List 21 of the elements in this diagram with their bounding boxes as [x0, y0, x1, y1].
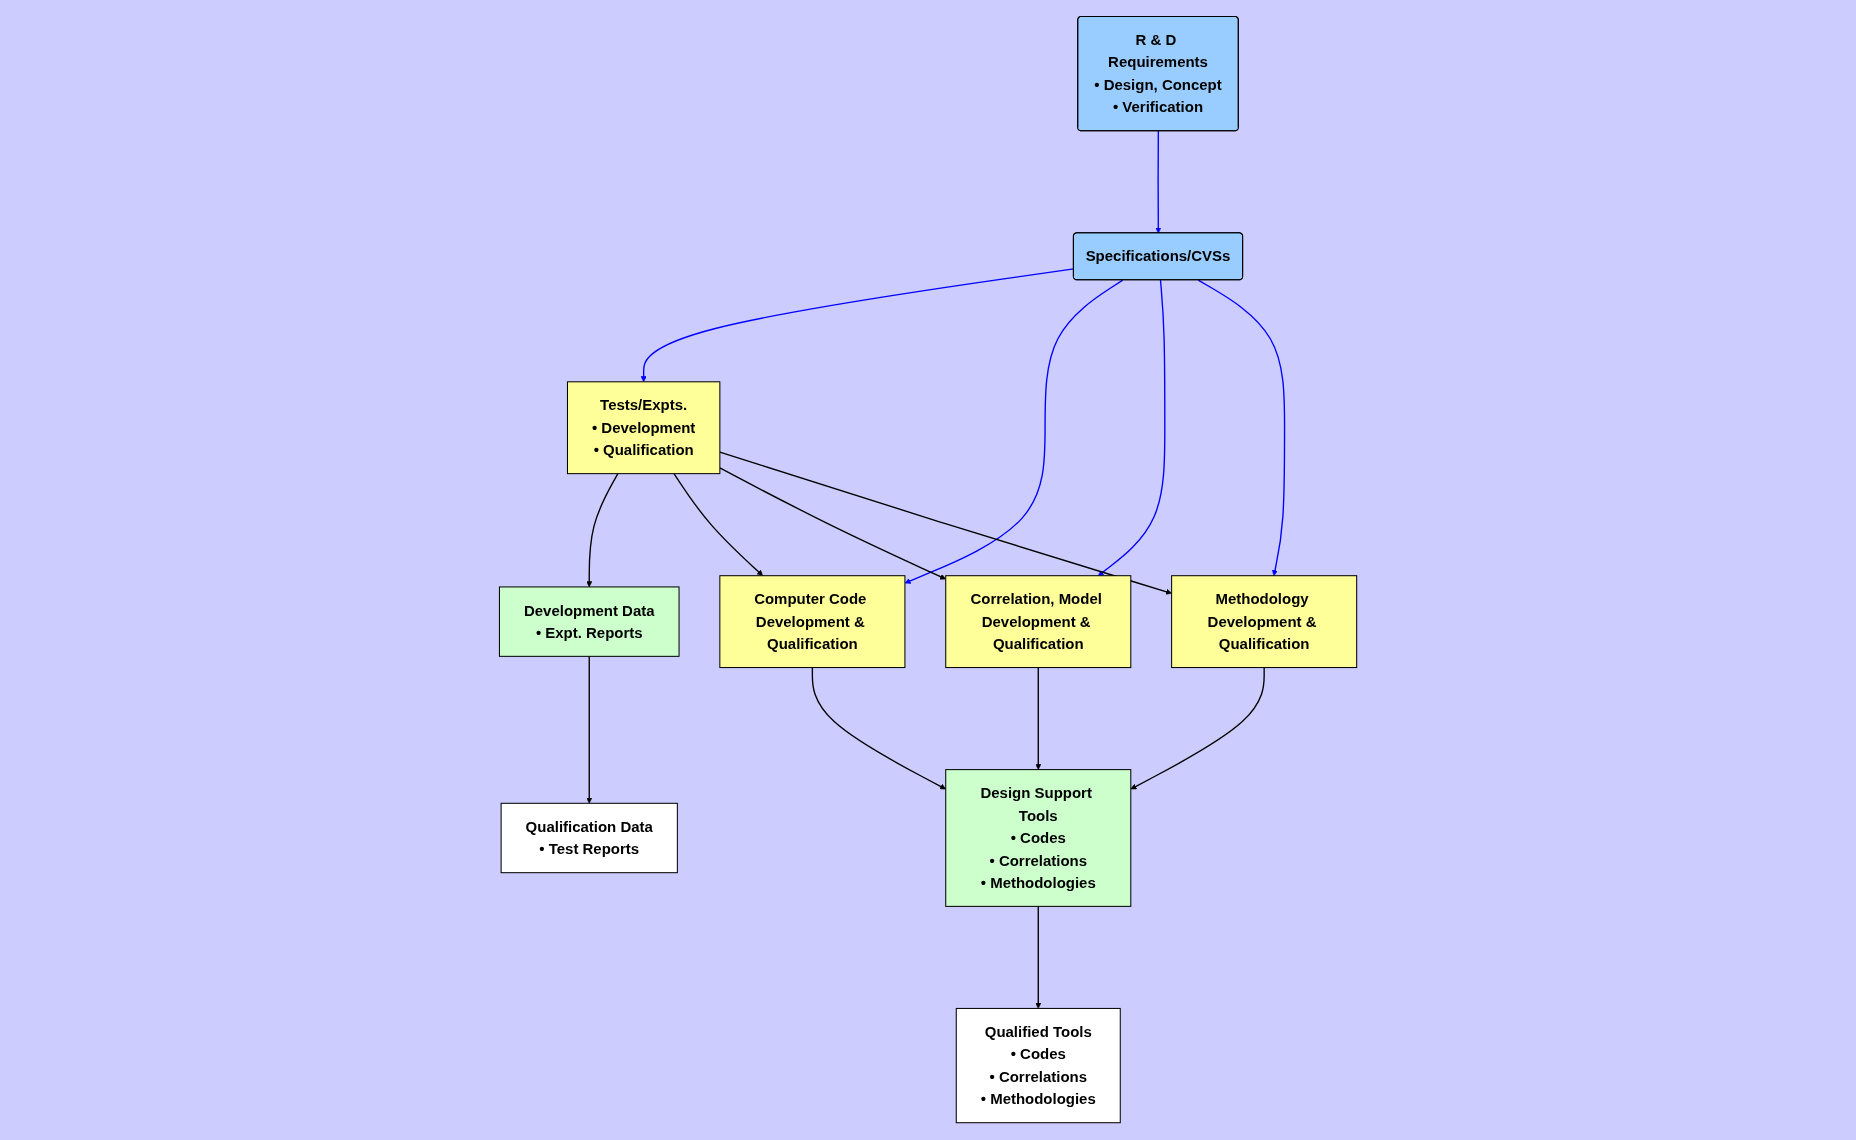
- arrow: [586, 473, 619, 588]
- arrow: [1130, 667, 1265, 790]
- node-box: Computer Code Development & Qualification: [719, 575, 906, 669]
- arrow: [1035, 667, 1042, 771]
- arrow: [719, 467, 946, 580]
- arrow: [1097, 279, 1166, 577]
- arrow: [719, 451, 1172, 596]
- arrow: [1197, 279, 1286, 577]
- node-box: Tests/Expts. • Development • Qualification: [566, 381, 721, 475]
- node-box: Correlation, Model Development & Qualification: [945, 575, 1132, 669]
- node-box: Qualification Data • Test Reports: [500, 803, 678, 874]
- arrow: [904, 279, 1124, 585]
- node-box: Development Data • Expt. Reports: [498, 586, 680, 658]
- node-box: Methodology Development & Qualification: [1171, 575, 1358, 669]
- arrow: [811, 667, 946, 790]
- node-box: Design Support Tools • Codes • Correlations • Methodologies: [945, 769, 1132, 908]
- arrow: [586, 656, 593, 804]
- arrow: [1035, 906, 1042, 1010]
- arrow: [673, 473, 763, 577]
- arrow: [1155, 130, 1162, 234]
- node-box: Qualified Tools • Codes • Correlations • Methodologies: [955, 1008, 1121, 1124]
